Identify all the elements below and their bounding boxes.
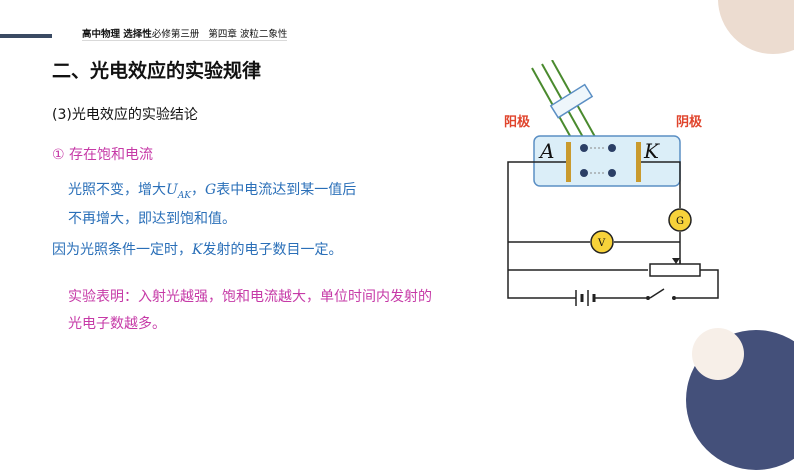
- text-segment: 因为光照条件一定时，: [52, 242, 192, 258]
- battery: [575, 290, 596, 306]
- galvanometer: [668, 208, 692, 232]
- header-divider: [82, 40, 287, 41]
- photoelectric-circuit-diagram: A K 阳极 阴极 G V: [504, 60, 719, 306]
- text-segment: 表中电流达到某一值后: [216, 182, 357, 198]
- plate-a-label: A: [538, 139, 554, 163]
- light-window: [549, 83, 594, 119]
- galvanometer-label: G: [676, 216, 684, 227]
- switch-contact: [672, 296, 676, 300]
- anode-plate: [566, 142, 571, 182]
- rheostat: [649, 263, 701, 277]
- symbol-u: U: [166, 182, 178, 198]
- body-line-2: 不再增大，即达到饱和值。: [68, 211, 236, 227]
- switch-contact: [646, 296, 650, 300]
- body-line-3: 因为光照条件一定时，K发射的电子数目一定。: [52, 239, 342, 259]
- page-title: 二、光电效应的实验规律: [52, 60, 262, 82]
- text-segment: 发射的电子数目一定。: [202, 242, 343, 258]
- body-line-1: 光照不变，增大UAK，G表中电流达到某一值后: [68, 179, 356, 201]
- symbol-k: K: [192, 242, 203, 258]
- rheostat-slider: [672, 258, 680, 264]
- cathode-plate: [636, 142, 641, 182]
- anode-label: 阳极: [504, 114, 531, 130]
- symbol-g: G: [205, 182, 217, 198]
- text-segment: ，: [191, 182, 206, 198]
- voltmeter-label: V: [597, 238, 606, 249]
- section-subtitle: (3)光电效应的实验结论: [52, 107, 198, 123]
- voltmeter: [590, 230, 614, 254]
- text-segment: 光照不变，增大: [68, 182, 166, 198]
- conclusion-point: ① 存在饱和电流: [52, 147, 154, 163]
- decorative-circle-top-right: [718, 0, 794, 54]
- cathode-label: 阴极: [676, 114, 703, 130]
- symbol-subscript: AK: [177, 190, 192, 201]
- body-line-5: 光电子数越多。: [68, 316, 166, 332]
- electrons: [580, 144, 616, 177]
- header-accent-bar: [0, 34, 52, 38]
- decorative-circle-light: [692, 328, 744, 380]
- voltage-symbol: UAK: [166, 182, 192, 201]
- chapter-name: 第四章 波粒二象性: [208, 29, 288, 40]
- course-name: 高中物理 选择性: [82, 29, 152, 40]
- book-name: 必修第三册: [151, 29, 200, 40]
- slide-header: 高中物理 选择性必修第三册 第四章 波粒二象性: [82, 26, 287, 40]
- plate-k-label: K: [643, 139, 660, 163]
- body-line-4: 实验表明：入射光越强，饱和电流越大，单位时间内发射的: [68, 289, 432, 305]
